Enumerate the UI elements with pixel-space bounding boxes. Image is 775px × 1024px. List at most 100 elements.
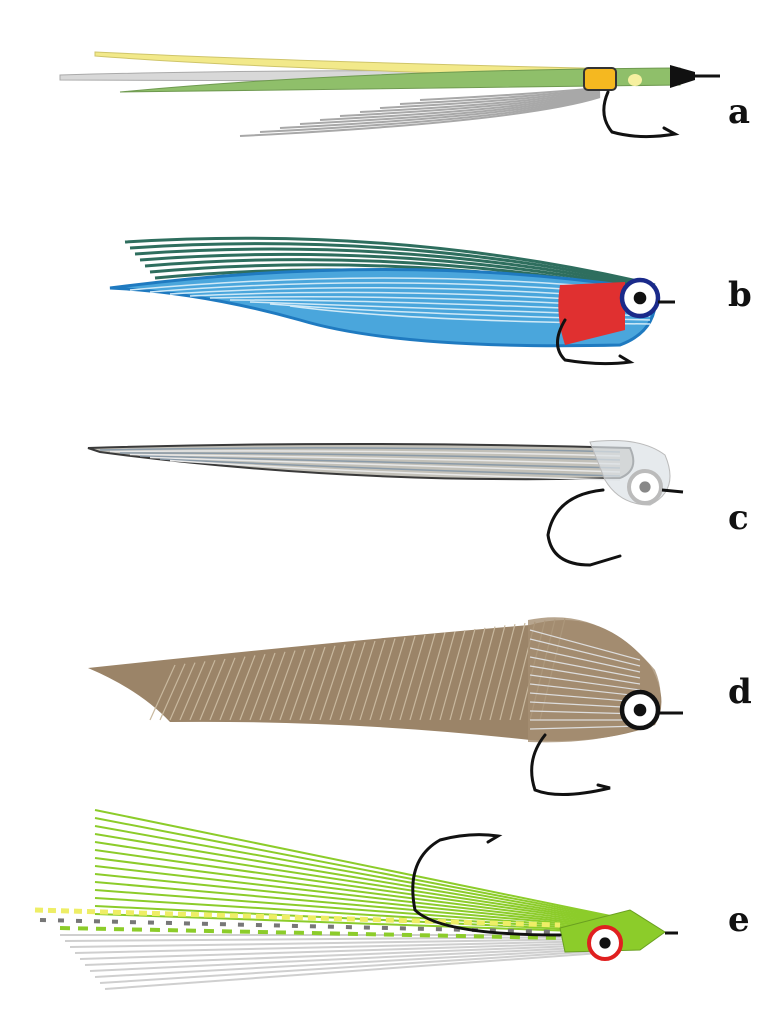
top-fiber bbox=[94, 809, 631, 921]
body-fiber bbox=[389, 636, 416, 721]
tail-fiber bbox=[239, 96, 601, 137]
body-fiber bbox=[379, 637, 406, 721]
top-fiber bbox=[139, 252, 656, 293]
body-fiber bbox=[279, 649, 306, 721]
body-fiber bbox=[139, 455, 621, 469]
body-fiber bbox=[419, 632, 446, 721]
top-fiber bbox=[94, 841, 631, 925]
body-fiber bbox=[179, 661, 206, 721]
body bbox=[109, 268, 658, 348]
bottom-fiber bbox=[104, 952, 601, 990]
collar-fiber bbox=[529, 638, 641, 667]
bottom-fiber bbox=[69, 938, 601, 948]
body-fiber bbox=[409, 633, 436, 721]
tail-fiber bbox=[319, 92, 601, 121]
body-fiber bbox=[149, 664, 176, 721]
top-fiber bbox=[94, 889, 631, 931]
gills bbox=[558, 282, 625, 345]
collar-fiber bbox=[529, 656, 641, 679]
tail-fiber bbox=[419, 87, 601, 101]
collar-fiber bbox=[529, 665, 641, 685]
body-fiber bbox=[349, 640, 376, 721]
body-fiber bbox=[99, 447, 621, 453]
body-fiber bbox=[259, 651, 286, 721]
label-e: e bbox=[728, 900, 750, 940]
body-fiber bbox=[209, 657, 236, 721]
body-fiber bbox=[169, 459, 621, 481]
top-fiber bbox=[94, 897, 631, 932]
body-fiber bbox=[109, 450, 621, 457]
bottom-fiber bbox=[79, 942, 601, 960]
fly-e bbox=[34, 809, 678, 990]
body-fiber bbox=[479, 625, 506, 721]
body-fiber bbox=[399, 634, 426, 721]
fly-a bbox=[59, 51, 720, 139]
body-fiber bbox=[189, 659, 216, 721]
body-fiber bbox=[449, 628, 476, 721]
tail-fiber bbox=[259, 95, 601, 133]
top-fiber bbox=[94, 881, 631, 930]
fly-b bbox=[109, 236, 675, 366]
top-fiber bbox=[94, 913, 631, 934]
bottom-fiber bbox=[84, 944, 601, 966]
bottom-fiber bbox=[94, 948, 601, 978]
collar-fiber bbox=[529, 725, 641, 730]
hook-icon bbox=[556, 318, 635, 366]
tail-fiber bbox=[399, 88, 601, 105]
top-fiber bbox=[94, 817, 631, 922]
hook-icon bbox=[602, 90, 680, 139]
body-fiber bbox=[149, 456, 621, 473]
collar-fiber bbox=[529, 674, 641, 691]
eye-pupil bbox=[639, 481, 651, 493]
eye-pupil bbox=[633, 703, 647, 717]
head bbox=[670, 65, 695, 88]
body-fiber bbox=[489, 624, 516, 721]
flash-strand bbox=[59, 926, 561, 940]
body-fiber bbox=[329, 643, 356, 721]
hook-icon bbox=[530, 733, 611, 797]
fly-c bbox=[87, 440, 684, 567]
body-fiber bbox=[239, 653, 266, 721]
body-fiber bbox=[249, 652, 276, 721]
body-fiber bbox=[439, 630, 466, 721]
collar-fiber bbox=[529, 647, 641, 673]
eye-pupil bbox=[633, 291, 647, 305]
body-fiber bbox=[159, 663, 186, 721]
body-fiber bbox=[369, 638, 396, 721]
body-fiber bbox=[119, 452, 621, 461]
bottom-fiber bbox=[74, 940, 601, 954]
collar-fiber bbox=[529, 683, 641, 697]
fly-d bbox=[88, 617, 683, 797]
hook-icon bbox=[411, 833, 562, 937]
top-fiber bbox=[94, 849, 631, 926]
top-fiber bbox=[94, 857, 631, 927]
collar-fiber bbox=[529, 692, 641, 703]
body-fiber bbox=[459, 627, 486, 721]
top-fiber bbox=[94, 865, 631, 928]
body-fiber bbox=[199, 658, 226, 721]
body-fiber bbox=[469, 626, 496, 721]
body-fiber bbox=[499, 622, 526, 721]
flash-strand bbox=[34, 907, 561, 928]
body-fiber bbox=[319, 644, 346, 721]
label-c: c bbox=[728, 498, 749, 538]
body-fiber bbox=[129, 453, 621, 465]
label-d: d bbox=[728, 672, 752, 712]
body-fiber bbox=[299, 646, 326, 721]
hook-icon bbox=[546, 488, 622, 567]
tail-fiber bbox=[279, 94, 601, 129]
body-fiber bbox=[169, 662, 196, 721]
tail-fiber bbox=[339, 91, 601, 117]
eye-icon bbox=[583, 67, 617, 91]
body-fiber bbox=[229, 655, 256, 721]
bottom-fiber bbox=[99, 950, 601, 984]
top-fiber bbox=[134, 247, 656, 291]
tail-fiber bbox=[359, 90, 601, 113]
body-fiber bbox=[159, 458, 621, 477]
hook-eye-wire bbox=[661, 488, 684, 494]
body-fiber bbox=[289, 648, 316, 721]
label-a: a bbox=[728, 92, 751, 132]
bottom-fiber bbox=[89, 946, 601, 972]
tail-fiber bbox=[299, 93, 601, 125]
